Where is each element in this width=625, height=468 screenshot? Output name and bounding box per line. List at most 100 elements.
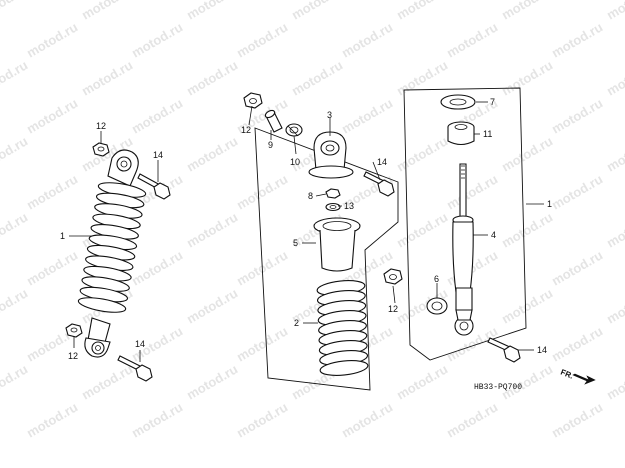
watermark-text: motod.ru [184, 133, 240, 174]
watermark-text: motod.ru [444, 19, 500, 60]
spring-seat-5 [313, 217, 361, 272]
watermark-text: motod.ru [0, 209, 30, 250]
watermark-text: motod.ru [79, 361, 135, 402]
watermark-text: motod.ru [24, 171, 80, 212]
watermark-text: motod.ru [24, 19, 80, 60]
watermark-text: motod.ru [499, 57, 555, 98]
watermark-text: motod.ru [129, 247, 185, 288]
bolt-14-left-top [137, 173, 171, 200]
callout-7: 7 [490, 97, 495, 107]
leader-lines [69, 101, 544, 362]
group-frame-middle [254, 127, 399, 391]
callout-1-right: 1 [547, 199, 552, 209]
watermark-text: motod.ru [604, 209, 625, 250]
drawing-code: HB33-PQ700 [474, 383, 522, 392]
spring-coil [77, 297, 127, 313]
watermark-text: motod.ru [394, 361, 450, 402]
watermark-text: motod.ru [24, 247, 80, 288]
bolt-14-right [487, 337, 521, 363]
watermark-text: motod.ru [549, 95, 605, 136]
watermark-text: motod.ru [394, 209, 450, 250]
shock-spring-left [77, 182, 147, 313]
callout-3: 3 [327, 110, 332, 120]
upper-mount-3 [308, 131, 354, 179]
watermark-text: motod.ru [604, 361, 625, 402]
watermark-text: motod.ru [129, 399, 185, 440]
callout-14-right: 14 [537, 345, 547, 355]
watermark-text: motod.ru [79, 0, 135, 23]
bolt-14-left-bottom [117, 355, 153, 382]
watermark-text: motod.ru [0, 285, 30, 326]
callout-1-left: 1 [60, 231, 65, 241]
callout-14-mid: 14 [377, 157, 387, 167]
bushing-10 [285, 123, 303, 137]
nut-12-mid-top [243, 92, 263, 109]
callout-6: 6 [434, 274, 439, 284]
damper-4 [452, 163, 474, 336]
bushing-6 [426, 297, 448, 315]
watermark-text: motod.ru [339, 19, 395, 60]
watermark-text: motod.ru [234, 19, 290, 60]
main-spring-2 [316, 280, 369, 376]
callout-10: 10 [290, 157, 300, 167]
watermark-text: motod.ru [444, 171, 500, 212]
watermark-text: motod.ru [499, 361, 555, 402]
callout-12-mid-top: 12 [241, 125, 251, 135]
washer-13 [325, 202, 341, 212]
watermark-text: motod.ru [129, 95, 185, 136]
spring-coil [319, 360, 369, 376]
callout-14-left-top: 14 [153, 150, 163, 160]
watermark-text: motod.ru [394, 0, 450, 23]
callout-8: 8 [308, 191, 313, 201]
watermark-text: motod.ru [549, 323, 605, 364]
callout-5: 5 [293, 238, 298, 248]
watermark-text: motod.ru [24, 399, 80, 440]
watermark-text: motod.ru [444, 399, 500, 440]
watermark-text: motod.ru [549, 19, 605, 60]
watermark-text: motod.ru [339, 95, 395, 136]
watermark-text: motod.ru [234, 323, 290, 364]
callout-13: 13 [344, 201, 354, 211]
watermark-text: motod.ru [129, 19, 185, 60]
watermark-text: motod.ru [604, 57, 625, 98]
watermark-text: motod.ru [289, 57, 345, 98]
callout-4: 4 [491, 230, 496, 240]
callout-11: 11 [483, 129, 492, 139]
watermark-text: motod.ru [604, 133, 625, 174]
watermark-text: motod.ru [549, 171, 605, 212]
washer-7 [440, 94, 476, 110]
callout-12-left-top: 12 [96, 121, 106, 131]
callout-numbers: 1 12 14 12 14 12 9 10 3 8 13 14 5 2 6 12… [60, 97, 552, 361]
watermark-text: motod.ru [0, 361, 30, 402]
watermark-text: motod.ru [339, 399, 395, 440]
watermark-text: motod.ru [0, 0, 30, 23]
group-frame-right [403, 87, 527, 361]
callout-14-left-bottom: 14 [135, 339, 145, 349]
watermark-text: motod.ru [394, 133, 450, 174]
watermark-text: motod.ru [604, 285, 625, 326]
watermark-text: motod.ru [234, 399, 290, 440]
watermark-text: motod.ru [184, 285, 240, 326]
watermark-text: motod.ru [499, 209, 555, 250]
watermark-text: motod.ru [499, 133, 555, 174]
watermark-text: motod.ru [24, 95, 80, 136]
nut-12-mid-bottom [383, 268, 403, 285]
nut-12-left-bottom [65, 323, 83, 338]
shock-assembly-left [77, 149, 147, 358]
watermark-text: motod.ru [0, 133, 30, 174]
watermark-text: motod.ru [289, 0, 345, 23]
watermark-text: motod.ru [604, 0, 625, 23]
watermark-text: motod.ru [184, 209, 240, 250]
callout-2: 2 [294, 318, 299, 328]
watermark-text: motod.ru [234, 171, 290, 212]
nut-12-left-top [92, 142, 110, 157]
watermark-text: motod.ru [549, 399, 605, 440]
watermark-text: motod.ru [394, 57, 450, 98]
watermark-text: motod.ru [184, 0, 240, 23]
front-direction-label: FR. [559, 368, 574, 381]
front-direction-arrow: FR. [559, 368, 596, 385]
watermark-text: motod.ru [184, 361, 240, 402]
